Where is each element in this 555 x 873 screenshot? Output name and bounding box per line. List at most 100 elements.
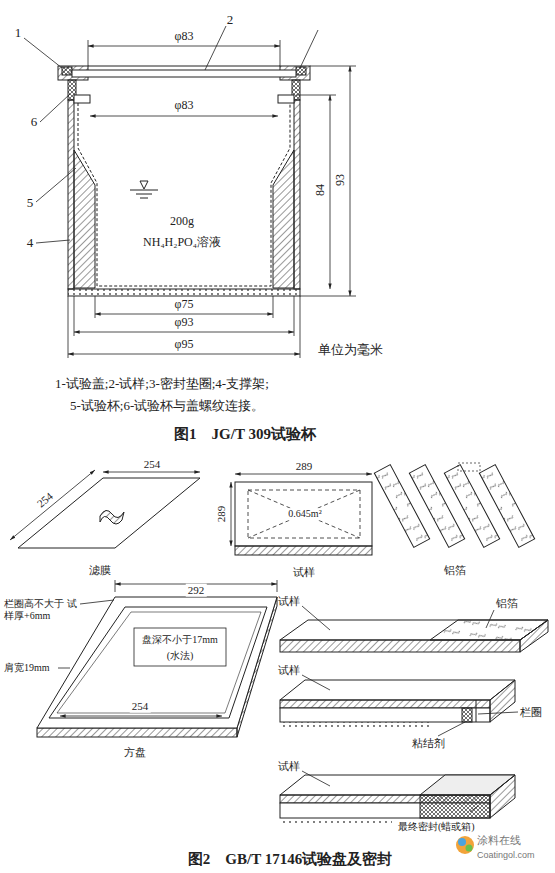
seal-section: [280, 606, 548, 652]
watermark-logo: [456, 836, 474, 854]
note: 肩宽19mm: [4, 662, 50, 674]
dimension-line: [74, 296, 75, 336]
square-pan: [57, 612, 261, 713]
square-pan: [115, 580, 116, 592]
aluminium-foil: [458, 463, 480, 471]
sample-slab: [248, 490, 360, 538]
dimension-line: [350, 66, 351, 296]
dimension-line: [95, 296, 96, 318]
aluminium-foil: [374, 463, 534, 547]
seal-section: [490, 680, 515, 722]
part-name: 滤膜: [89, 564, 111, 577]
test-cup: [273, 150, 294, 288]
seal-section: [438, 722, 465, 736]
square-pan: [134, 628, 226, 666]
test-cup: [88, 66, 280, 67]
sample-slab: [231, 482, 232, 546]
test-cup: [74, 95, 90, 103]
filter-membrane: [10, 470, 200, 548]
aluminium-foil: [479, 465, 534, 548]
part-name: 试样: [278, 595, 300, 608]
dimension-line: [88, 40, 89, 66]
unit-note: 单位为毫米: [318, 343, 383, 358]
test-cup: [294, 100, 300, 289]
seal-section: [280, 675, 518, 736]
dimension-line: [74, 332, 294, 333]
seal-section: [280, 722, 430, 728]
test-cup: [278, 95, 294, 103]
part-name: 试样: [293, 566, 315, 579]
watermark: Coatingol.com: [477, 850, 535, 860]
square-pan: [60, 716, 222, 717]
filter-membrane: [18, 478, 200, 548]
square-pan: [80, 600, 114, 604]
seal-section: [280, 771, 515, 825]
leader-line: [36, 168, 76, 202]
test-cup: [74, 150, 95, 288]
callout-number: 2: [227, 13, 234, 28]
dimension: 93: [334, 174, 348, 186]
dimension: 254: [130, 700, 151, 713]
seal-section: [280, 700, 490, 708]
part-name: 试样: [278, 664, 300, 677]
filter-membrane: [100, 510, 124, 524]
dimension: 289: [215, 506, 228, 523]
callout-number: 4: [27, 236, 34, 251]
seal-section: [420, 795, 490, 818]
figure-caption: 图2 GB/T 17146试验盘及密封: [188, 851, 392, 868]
callout-number: 5: [27, 196, 34, 211]
test-cup: [68, 100, 74, 289]
legend-note: 1-试验盖;2-试样;3-密封垫圈;4-支撑架;: [55, 377, 269, 392]
dimension-line: [330, 95, 331, 289]
square-pan: [49, 607, 267, 718]
part-name: 栏圈: [520, 706, 542, 719]
square-pan: [37, 597, 277, 728]
dimension: φ95: [175, 338, 194, 352]
leader-line: [24, 38, 62, 68]
leader-line: [300, 30, 318, 68]
dimension-line: [273, 296, 274, 318]
seal-section: [302, 771, 330, 786]
part-name: 试样: [278, 760, 300, 773]
seal-section: [302, 606, 330, 630]
filter-membrane: [103, 472, 200, 473]
sample-slab: [231, 474, 372, 555]
leader-line: [205, 26, 226, 70]
seal-section: [462, 708, 472, 722]
area-label: 0.645m²: [286, 508, 323, 520]
solution-label: NH₄H₂PO₄溶液: [143, 236, 221, 250]
part-name: 铝箔: [444, 564, 466, 577]
square-pan: [277, 580, 278, 592]
dimension: 254: [33, 489, 57, 512]
dimension: φ93: [175, 316, 194, 330]
watermark-logo: [458, 838, 466, 846]
dimension-line: [300, 296, 356, 297]
test-cup: [72, 70, 296, 77]
dimension-line: [280, 40, 281, 66]
solution-label: 200g: [170, 215, 194, 229]
watermark-logo: [466, 845, 473, 852]
seal-section: [280, 819, 392, 825]
dimension: φ83: [175, 30, 194, 44]
figure-caption: 图1 JG/T 309试验杯: [174, 426, 316, 443]
test-cup: [130, 181, 158, 198]
square-pan: [58, 668, 70, 669]
dimension: 254: [144, 458, 161, 471]
callout-number: 6: [31, 115, 38, 130]
dimension-line: [68, 40, 356, 358]
seal-section: [280, 680, 515, 700]
note: 盘深不小于17mm: [142, 634, 218, 646]
test-cup: [58, 66, 310, 296]
seal-section: [476, 700, 477, 722]
dimension-line: [88, 46, 280, 47]
seal-section: [280, 640, 520, 652]
sample-slab: [248, 490, 360, 538]
seal-section: [280, 708, 490, 722]
square-pan: [37, 728, 237, 737]
note: (水法): [167, 650, 194, 662]
dimension-line: [294, 296, 295, 336]
dimension: 289: [296, 460, 313, 473]
leader-line: [36, 240, 70, 243]
sample-slab: [235, 546, 372, 555]
